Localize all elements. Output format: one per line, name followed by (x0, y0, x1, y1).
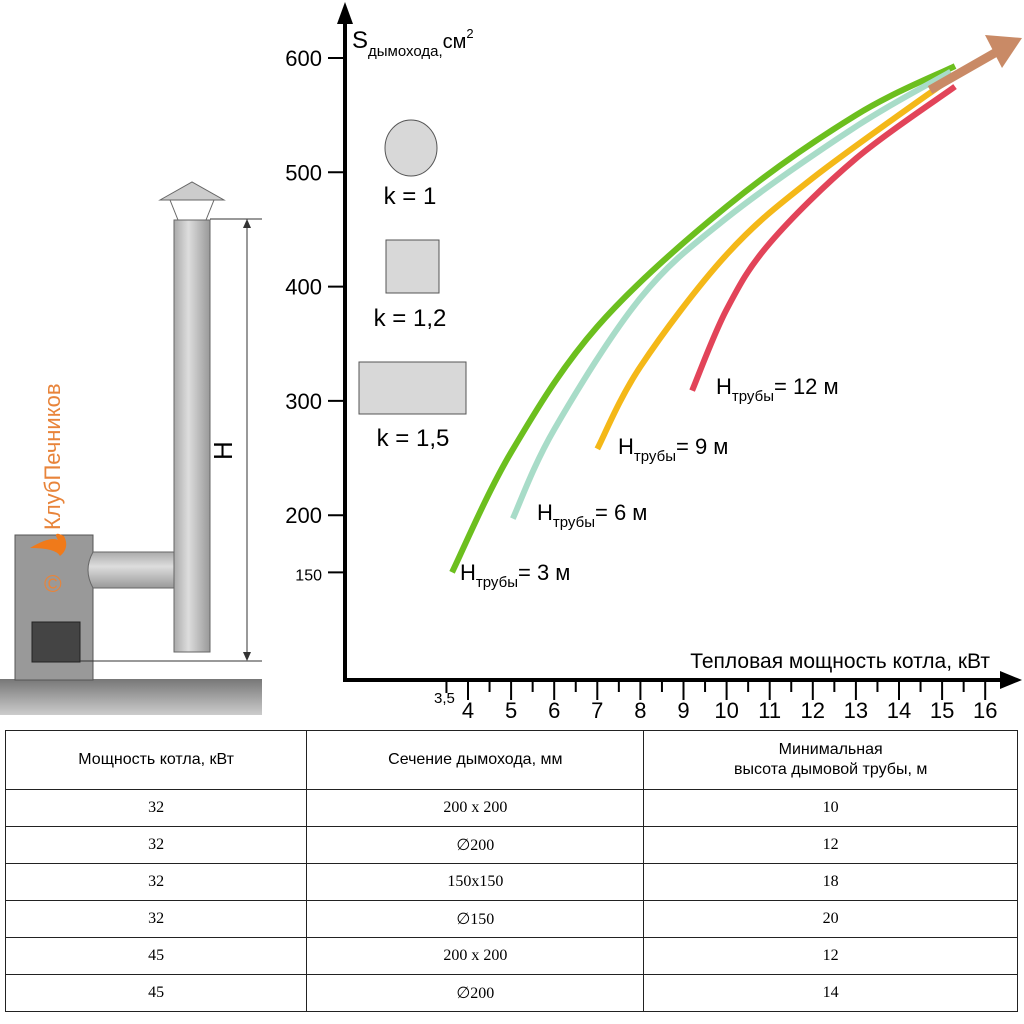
chimney-pipe (173, 219, 211, 653)
x-tick-label: 12 (801, 698, 825, 723)
x-axis-label: Тепловая мощность котла, кВт (690, 650, 990, 673)
table-cell: ∅150 (306, 900, 645, 938)
x-tick-label: 11 (758, 698, 781, 723)
shape-label: k = 1,2 (374, 305, 447, 332)
height-label: H (208, 441, 238, 460)
shape-legend: k = 1 k = 1,2 k = 1,5 (358, 119, 467, 452)
x-tick-label: 10 (714, 698, 738, 723)
table-cell: 12 (643, 937, 1018, 975)
table-cell: 32 (4, 900, 308, 938)
x-tick-label: 13 (844, 698, 868, 723)
y-tick-label: 600 (285, 46, 322, 71)
table-cell: 10 (643, 789, 1018, 827)
y-tick-label: 200 (285, 503, 322, 528)
header-cell: Мощность котла, кВт (4, 730, 308, 790)
rectangle-shape (358, 361, 467, 415)
trend-arrow (927, 46, 1003, 94)
chimney-diagram: H © (0, 181, 262, 715)
copyright-icon: © (44, 571, 62, 598)
table-cell: 32 (4, 789, 308, 827)
series-label: Hтрубы= 3 м (460, 560, 570, 591)
ground (0, 679, 262, 715)
table-cell: 45 (4, 937, 308, 975)
watermark: КлубПечников (40, 383, 65, 530)
series-label: Hтрубы= 12 м (716, 374, 839, 405)
table-cell: 12 (643, 826, 1018, 864)
series-line (510, 69, 953, 520)
header-cell: Сечение дымохода, мм (306, 730, 645, 790)
table-cell: 200 x 200 (306, 937, 645, 975)
table-header: Мощность котла, кВт Сечение дымохода, мм… (4, 730, 1018, 790)
table-cell: 200 x 200 (306, 789, 645, 827)
y-tick-label: 500 (285, 160, 322, 185)
x-tick-label: 3,5 (434, 690, 455, 707)
x-tick-label: 16 (973, 698, 997, 723)
chart: H © k = 1 k = 1,2 k = 1,5 Sдымохода,см2 … (0, 2, 1022, 723)
table-cell: 18 (643, 863, 1018, 901)
table-cell: 45 (4, 974, 308, 1012)
table-cell: 32 (4, 863, 308, 901)
table-cell: 20 (643, 900, 1018, 938)
circle-shape (384, 119, 438, 177)
shape-label: k = 1 (384, 183, 437, 210)
y-tick-label: 150 (295, 567, 322, 584)
table-cell: 32 (4, 826, 308, 864)
x-tick-label: 4 (462, 698, 474, 723)
x-tick-label: 14 (887, 698, 911, 723)
x-tick-label: 15 (930, 698, 954, 723)
x-tick-label: 6 (548, 698, 560, 723)
x-tick-label: 8 (634, 698, 646, 723)
series-line (689, 84, 957, 392)
flame-icon (30, 533, 67, 556)
table-cell: ∅200 (306, 974, 645, 1012)
shape-label: k = 1,5 (377, 425, 450, 452)
square-shape (385, 239, 440, 294)
y-axis-label: Sдымохода,см2 (352, 26, 474, 60)
y-tick-label: 400 (285, 275, 322, 300)
x-tick-label: 5 (505, 698, 517, 723)
series-line (449, 63, 957, 574)
data-table: Мощность котла, кВт Сечение дымохода, мм… (4, 730, 1018, 1012)
table-cell: 14 (643, 974, 1018, 1012)
x-tick-label: 7 (591, 698, 603, 723)
series-label: Hтрубы= 6 м (537, 500, 647, 531)
table-cell: 150x150 (306, 863, 645, 901)
table-cell: ∅200 (306, 826, 645, 864)
boiler-door (31, 621, 81, 663)
chimney-cap (158, 181, 226, 201)
series-line (594, 72, 957, 451)
y-tick-label: 300 (285, 389, 322, 414)
series-label: Hтрубы= 9 м (618, 434, 728, 465)
x-tick-label: 9 (677, 698, 689, 723)
trend-arrowhead (985, 35, 1022, 68)
